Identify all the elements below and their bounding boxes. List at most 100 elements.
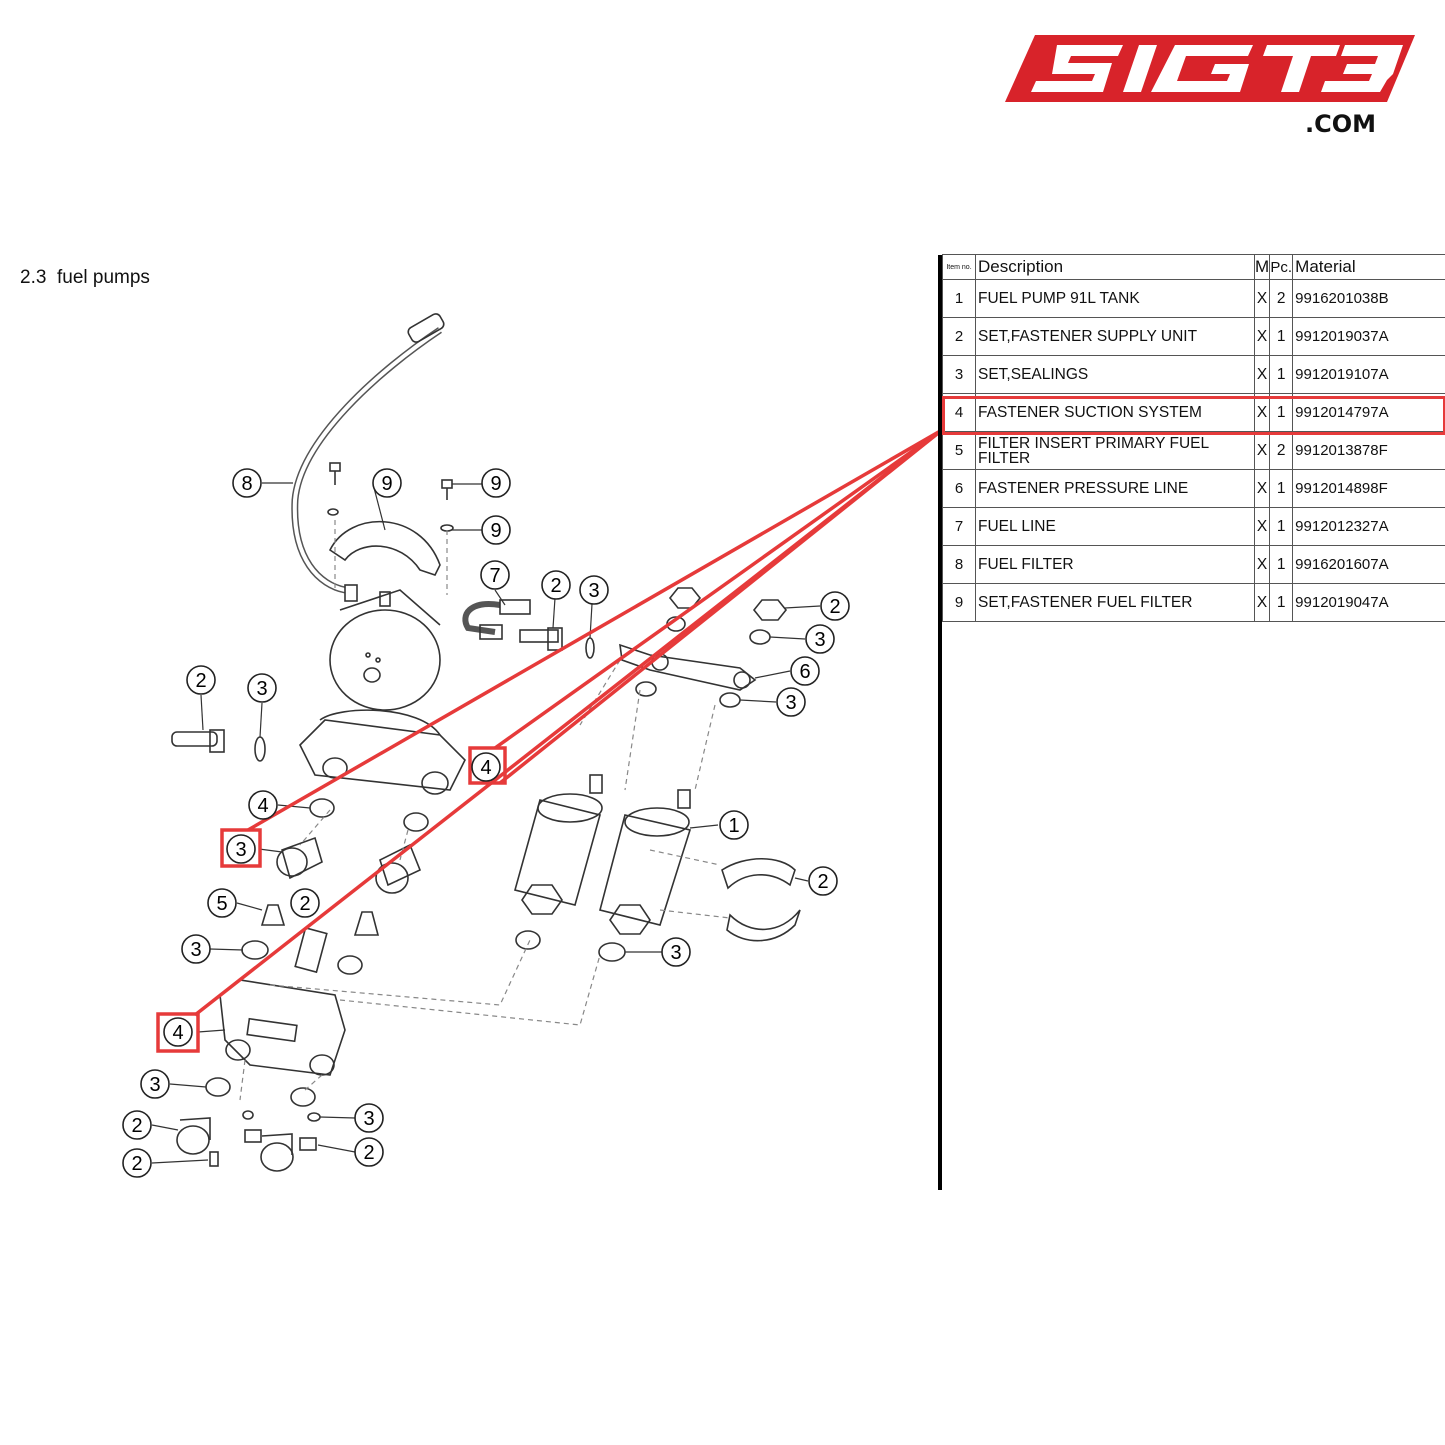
callout-2: 2 [541, 570, 571, 600]
header-item-no: Item no. [942, 254, 976, 280]
callout-4: 4 [471, 752, 501, 782]
svg-text:8: 8 [241, 473, 252, 495]
svg-text:3: 3 [670, 942, 681, 964]
header-pc: Pc. [1269, 254, 1294, 280]
row-description: SET,FASTENER SUPPLY UNIT [975, 317, 1255, 356]
header-description: Description [975, 254, 1255, 280]
svg-text:2: 2 [195, 670, 206, 692]
section-name: fuel pumps [56, 267, 150, 288]
svg-text:2: 2 [131, 1115, 142, 1137]
section-title: 2.3 fuel pumps [20, 267, 150, 289]
svg-text:3: 3 [256, 678, 267, 700]
row-material: 9912019047A [1292, 583, 1445, 622]
svg-text:2: 2 [829, 596, 840, 618]
sigt3-logo [1005, 35, 1415, 102]
callout-2: 2 [808, 866, 838, 896]
svg-text:9: 9 [490, 473, 501, 495]
row-m: X [1253, 583, 1271, 622]
row-item-no: 7 [942, 507, 976, 546]
callout-9: 9 [372, 468, 402, 498]
table-divider [938, 255, 942, 1190]
callout-4: 4 [248, 790, 278, 820]
svg-text:6: 6 [799, 661, 810, 683]
row-pc: 2 [1269, 431, 1294, 470]
row-description: FILTER INSERT PRIMARY FUEL FILTER [975, 431, 1255, 470]
svg-text:3: 3 [814, 629, 825, 651]
row-description: FASTENER PRESSURE LINE [975, 469, 1255, 508]
row-pc: 1 [1269, 317, 1294, 356]
highlighted-row-outline [942, 396, 1445, 435]
callout-3: 3 [776, 687, 806, 717]
callout-3: 3 [354, 1103, 384, 1133]
row-m: X [1253, 545, 1271, 584]
row-item-no: 2 [942, 317, 976, 356]
callout-7: 7 [480, 560, 510, 590]
row-m: X [1253, 469, 1271, 508]
logo-suffix: .COM [1305, 110, 1377, 138]
svg-text:2: 2 [299, 893, 310, 915]
callout-3: 3 [805, 624, 835, 654]
callout-4: 4 [163, 1017, 193, 1047]
callout-5: 5 [207, 888, 237, 918]
header-m: M [1253, 254, 1271, 280]
callout-3: 3 [661, 937, 691, 967]
svg-text:5: 5 [216, 893, 227, 915]
row-m: X [1253, 279, 1271, 318]
svg-text:3: 3 [363, 1108, 374, 1130]
svg-text:4: 4 [172, 1022, 183, 1044]
svg-text:2: 2 [363, 1142, 374, 1164]
callout-1: 1 [719, 810, 749, 840]
svg-text:4: 4 [257, 795, 268, 817]
callout-9: 9 [481, 515, 511, 545]
row-description: SET,FASTENER FUEL FILTER [975, 583, 1255, 622]
row-description: FUEL FILTER [975, 545, 1255, 584]
row-item-no: 3 [942, 355, 976, 394]
row-material: 9912014898F [1292, 469, 1445, 508]
row-pc: 1 [1269, 583, 1294, 622]
svg-text:2: 2 [550, 575, 561, 597]
callout-3: 3 [226, 834, 256, 864]
callout-2: 2 [354, 1137, 384, 1167]
header-material: Material [1292, 254, 1445, 280]
svg-text:3: 3 [785, 692, 796, 714]
callout-2: 2 [122, 1110, 152, 1140]
row-description: FASTENER SUCTION SYSTEM [975, 393, 1255, 432]
svg-text:3: 3 [190, 939, 201, 961]
row-item-no: 1 [942, 279, 976, 318]
svg-text:1: 1 [728, 815, 739, 837]
row-item-no: 9 [942, 583, 976, 622]
callout-2: 2 [820, 591, 850, 621]
svg-text:3: 3 [588, 580, 599, 602]
row-pc: 1 [1269, 355, 1294, 394]
callout-2: 2 [290, 888, 320, 918]
callout-3: 3 [579, 575, 609, 605]
row-pc: 1 [1269, 507, 1294, 546]
row-m: X [1253, 431, 1271, 470]
row-m: X [1253, 317, 1271, 356]
row-description: FUEL PUMP 91L TANK [975, 279, 1255, 318]
svg-text:4: 4 [480, 757, 491, 779]
row-item-no: 5 [942, 431, 976, 470]
callout-3: 3 [140, 1069, 170, 1099]
svg-text:3: 3 [149, 1074, 160, 1096]
callout-9: 9 [481, 468, 511, 498]
row-pc: 2 [1269, 279, 1294, 318]
row-material: 9912019037A [1292, 317, 1445, 356]
row-m: X [1253, 507, 1271, 546]
callout-2: 2 [122, 1148, 152, 1178]
row-material: 9916201038B [1292, 279, 1445, 318]
callout-2: 2 [186, 665, 216, 695]
row-pc: 1 [1269, 469, 1294, 508]
row-description: SET,SEALINGS [975, 355, 1255, 394]
